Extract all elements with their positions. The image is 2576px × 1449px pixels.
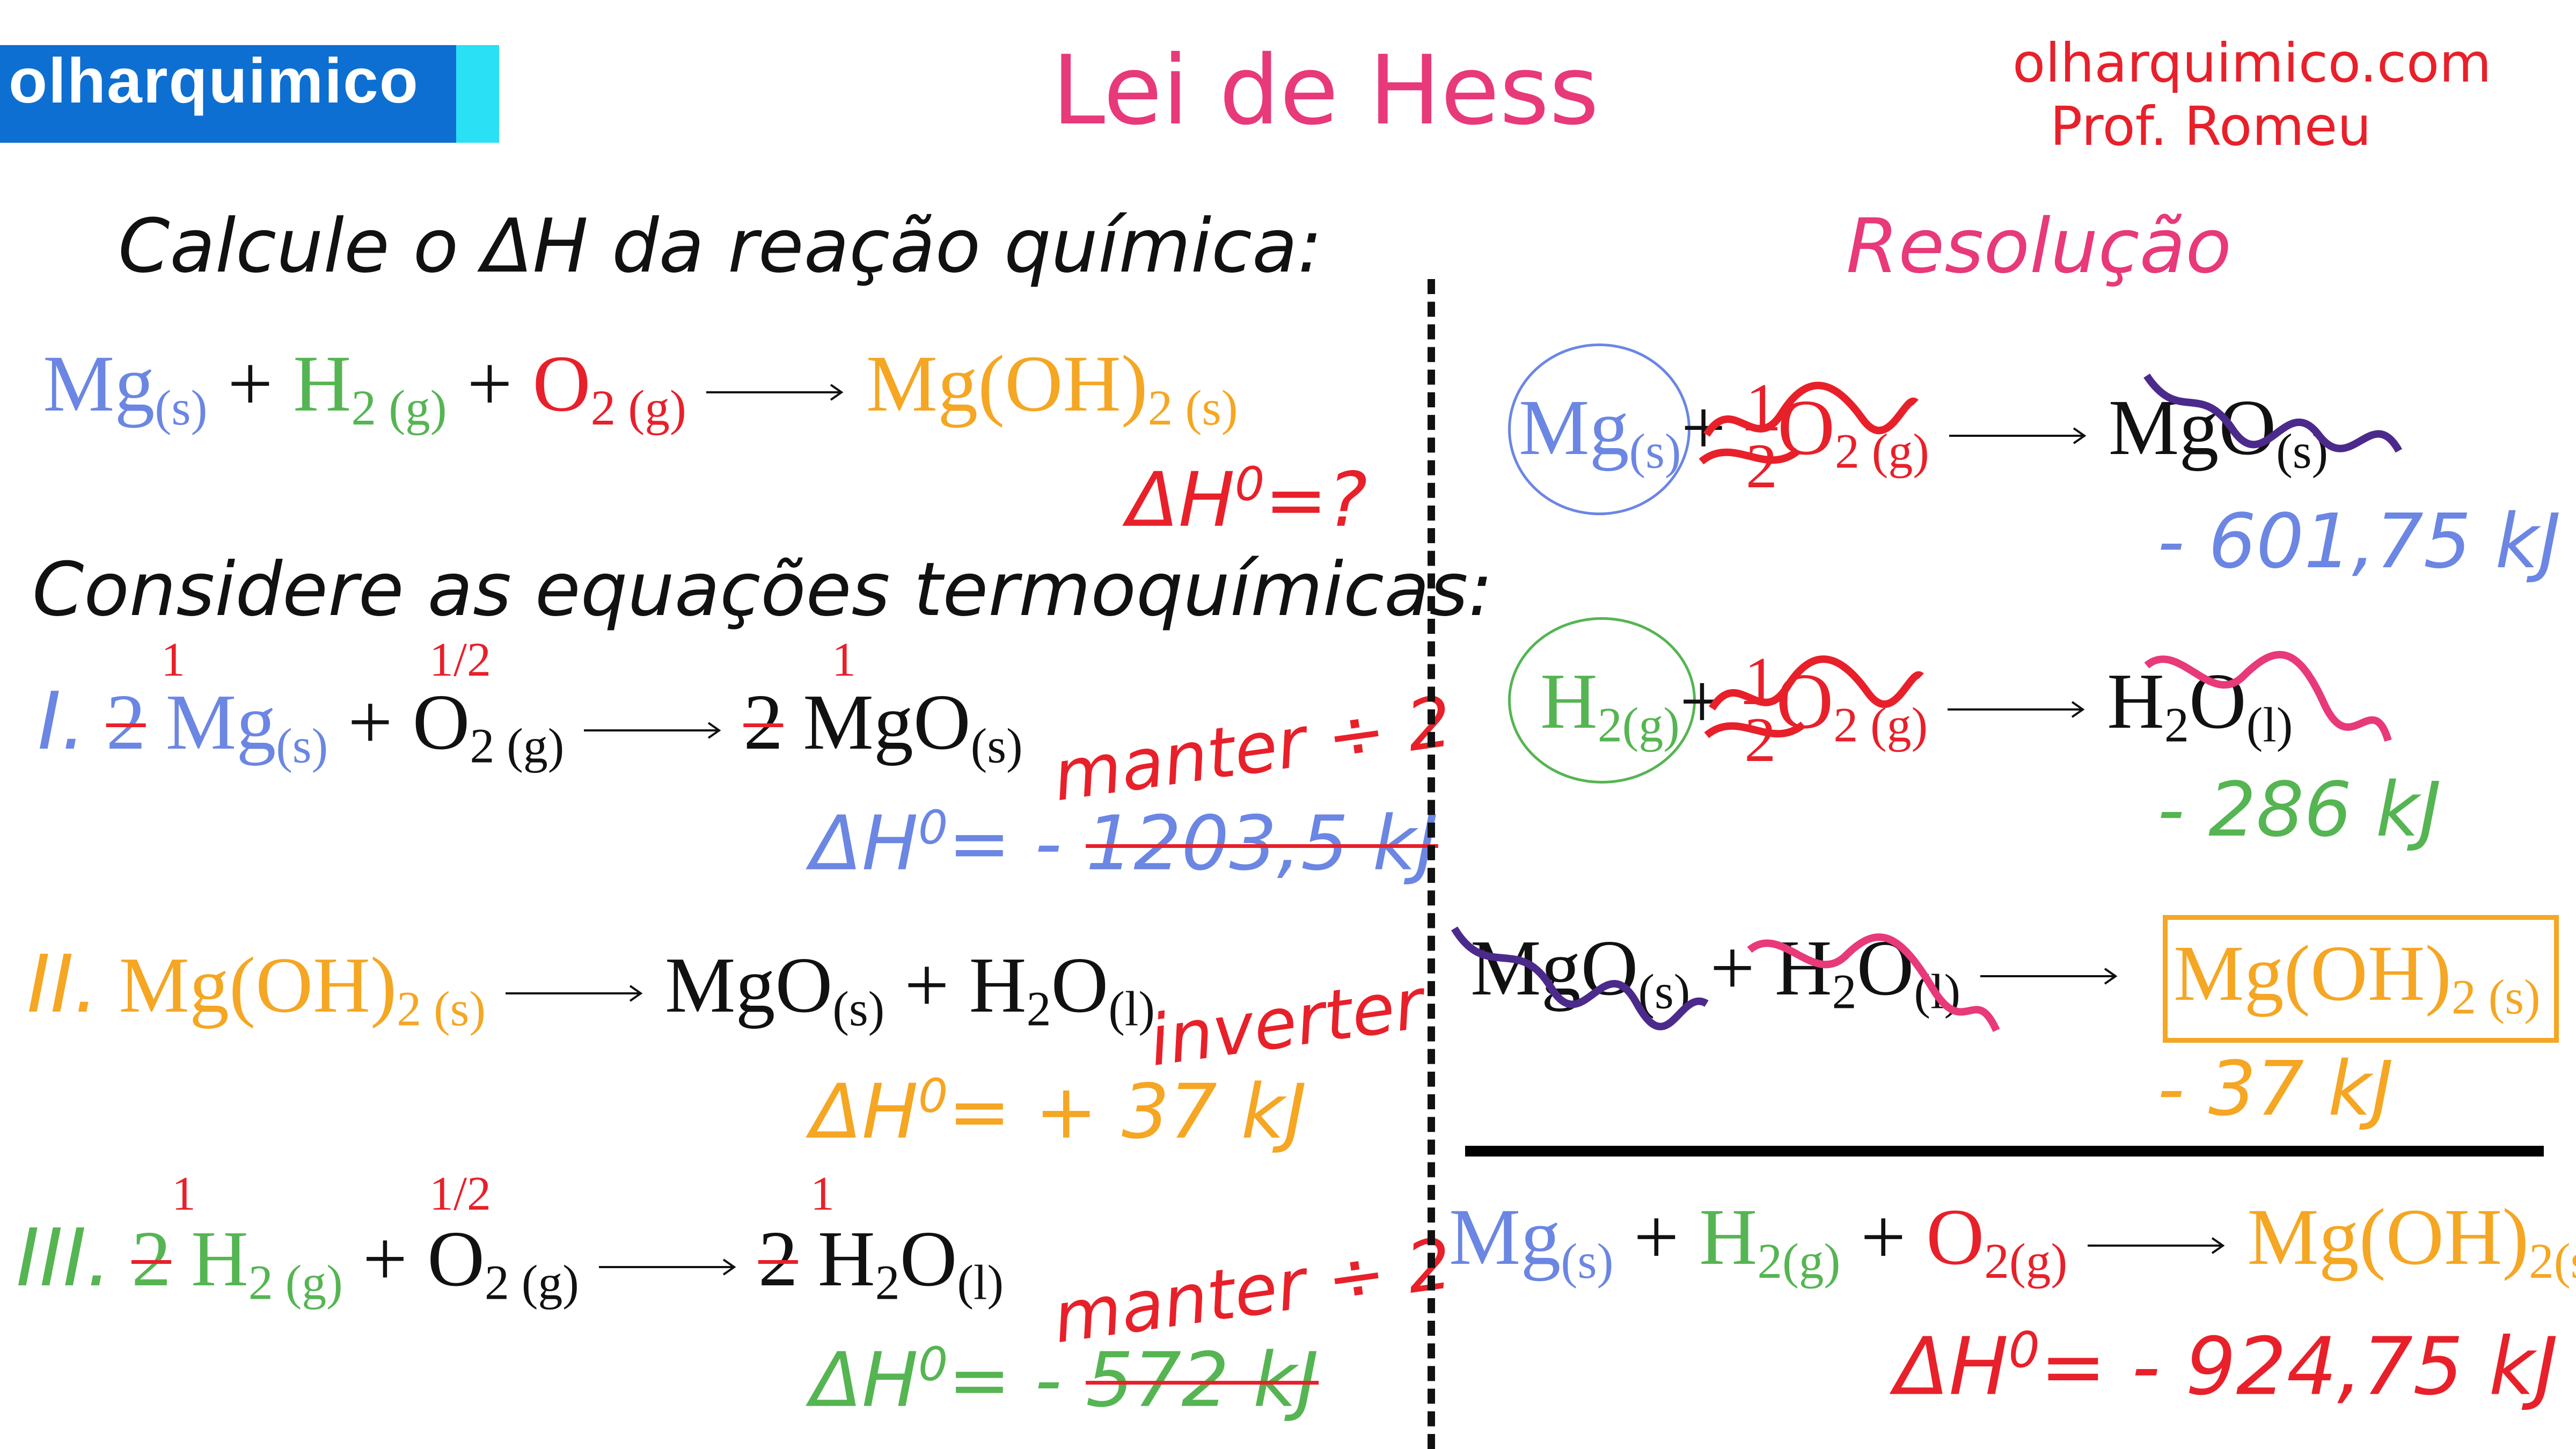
page-title: Lei de Hess [1052, 35, 1599, 146]
eq1-mg: 2 Mg(s) [106, 678, 328, 773]
reaction-arrow-icon [1949, 425, 2089, 447]
product-highlight-box [2163, 915, 2559, 1043]
plus-sign: + [362, 1215, 408, 1303]
plus-sign: + [1710, 924, 1755, 1012]
reaction-arrow-icon [599, 1256, 738, 1278]
consider-heading: Considere as equações termoquímicas: [32, 546, 1493, 633]
equation-2: II. Mg(OH)2 (s) MgO(s) + H2O(l) [27, 945, 1155, 1034]
logo-accent [456, 45, 499, 143]
final-mg: Mg(s) [1449, 1192, 1614, 1290]
reaction-arrow-icon [2088, 1235, 2227, 1256]
final-product: Mg(OH)2(s) [2247, 1192, 2576, 1290]
cancel-scribble-h2o-2 [1747, 933, 2000, 1032]
cancel-scribble-mgo [2143, 374, 2403, 453]
eq3-dh: ΔH0= - 572 kJ [810, 1336, 1319, 1424]
equation-number: I. [38, 675, 86, 767]
final-h2: H2(g) [1699, 1192, 1841, 1290]
plus-sign: + [904, 941, 949, 1029]
eq1-new-coef-o2: 1/2 [429, 633, 492, 686]
resolution-heading: Resolução [1846, 203, 2232, 290]
target-o2: O2 (g) [532, 339, 686, 436]
target-equation: Mg(s) + H2 (g) + O2 (g) Mg(OH)2 (s) [43, 343, 1238, 433]
target-mg: Mg(s) [43, 339, 208, 436]
r2-h2: H2(g) [1540, 657, 1680, 753]
eq2-mgo: MgO(s) [664, 941, 885, 1036]
h2-highlight-circle [1508, 617, 1696, 784]
author-name: Prof. Romeu [2050, 95, 2372, 158]
mg-highlight-circle [1508, 343, 1690, 515]
plus-sign: + [467, 339, 513, 428]
r1-dh: - 601,75 kJ [2157, 498, 2561, 586]
cancel-scribble-o2-2 [1704, 655, 1924, 738]
logo-banner [0, 45, 499, 143]
sum-line [1465, 1146, 2544, 1157]
final-dh: ΔH0= - 924,75 kJ [1894, 1320, 2558, 1413]
reaction-arrow-icon [506, 983, 645, 1004]
eq2-note: inverter [1144, 963, 1429, 1082]
plus-sign: + [348, 678, 393, 766]
column-divider [1428, 279, 1435, 1449]
eq2-h2o: H2O(l) [969, 941, 1155, 1036]
plus-sign: + [1860, 1192, 1906, 1282]
eq3-product: 2 H2O(l) [758, 1215, 1004, 1310]
r2-o2: O2 (g) [1776, 657, 1928, 753]
r3-product: Mg(OH)2 (s) [2174, 930, 2541, 1024]
reaction-arrow-icon [1948, 699, 2087, 720]
equation-number: II. [27, 938, 99, 1030]
equation-1: I. 2 Mg(s) + O2 (g) 2 MgO(s) [38, 682, 1023, 771]
reaction-arrow-icon [584, 720, 723, 741]
plus-sign: + [228, 339, 273, 428]
eq1-dh: ΔH0= - 1203,5 kJ [810, 800, 1438, 888]
cancel-scribble-mgo-2 [1451, 926, 1709, 1030]
plus-sign: + [1634, 1192, 1679, 1282]
eq1-new-coef-mgo: 1 [832, 633, 856, 686]
eq3-h2: 2 H2 (g) [131, 1215, 343, 1310]
target-h2: H2 (g) [293, 339, 447, 436]
equation-number: III. [16, 1212, 112, 1304]
eq2-reactant: Mg(OH)2 (s) [119, 941, 486, 1036]
r2-product: H2O(l) [2107, 657, 2293, 753]
site-url: olharquimico.com [2012, 32, 2492, 94]
cancel-scribble-o2 [1699, 382, 1919, 465]
reaction-arrow-icon [706, 382, 846, 403]
eq1-note: manter ÷ 2 [1048, 680, 1457, 817]
eq1-new-coef-mg: 1 [161, 633, 185, 686]
r3-dh: - 37 kJ [2157, 1045, 2394, 1133]
eq3-new-coef-o2: 1/2 [429, 1167, 492, 1220]
eq1-o2: O2 (g) [412, 678, 565, 773]
logo-text: olharquimico [9, 46, 419, 116]
eq3-o2: O2 (g) [427, 1215, 579, 1310]
target-product: Mg(OH)2 (s) [866, 339, 1238, 436]
r2-dh: - 286 kJ [2157, 766, 2442, 854]
eq1-product: 2 MgO(s) [743, 678, 1023, 773]
r1-mg: Mg(s) [1519, 384, 1681, 479]
target-dh: ΔH0=? [1127, 456, 1367, 544]
final-o2: O2(g) [1926, 1192, 2068, 1290]
equation-3: III. 2 H2 (g) + O2 (g) 2 H2O(l) [16, 1218, 1004, 1307]
eq3-new-coef-h2o: 1 [810, 1167, 835, 1220]
question-prompt: Calcule o ΔH da reação química: [118, 203, 1323, 289]
eq3-new-coef-h2: 1 [172, 1167, 196, 1220]
resolution-eq-3: MgO(s) + H2O(l) [1470, 928, 2120, 1016]
eq3-note: manter ÷ 2 [1048, 1222, 1457, 1359]
eq2-dh: ΔH0= + 37 kJ [810, 1068, 1307, 1156]
final-equation: Mg(s) + H2(g) + O2(g) Mg(OH)2(s) [1449, 1197, 2576, 1286]
cancel-scribble-h2o [2144, 650, 2392, 742]
